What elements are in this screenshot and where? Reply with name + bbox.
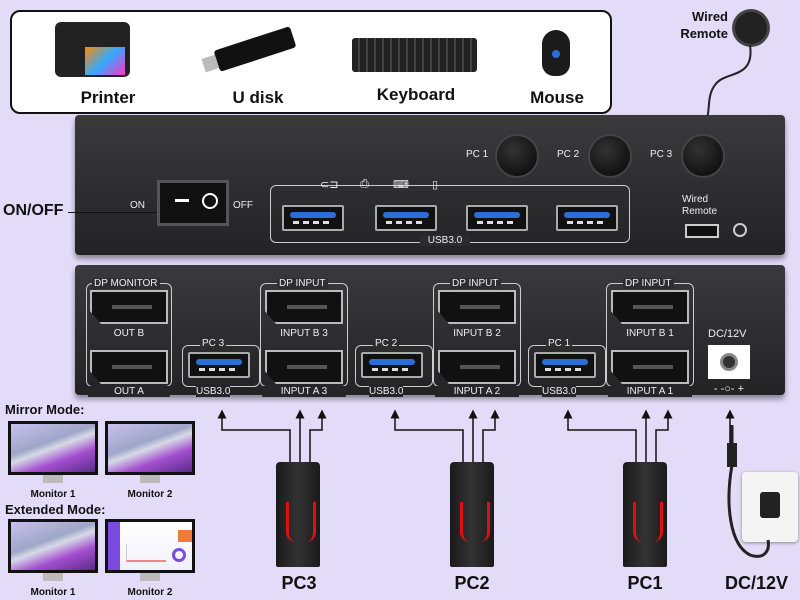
- pc1-button-label: PC 1: [466, 149, 489, 160]
- pc3-tower-icon: [276, 462, 320, 567]
- power-switch[interactable]: [157, 180, 229, 226]
- power-switch-label: ON/OFF: [3, 202, 64, 219]
- dp-input-b2-port[interactable]: [438, 290, 516, 324]
- monitor-1-extended: [8, 519, 98, 573]
- usb-port[interactable]: [534, 352, 596, 378]
- keyboard-icon: [352, 38, 477, 72]
- monitor-stand: [140, 475, 160, 483]
- dp-input-label: DP INPUT: [623, 278, 674, 289]
- out-a-label: OUT A: [88, 386, 170, 397]
- pc1-label: PC 1: [546, 338, 573, 349]
- out-b-label: OUT B: [113, 328, 145, 339]
- monitor-2-mirror: [105, 421, 195, 475]
- keyboard-icon: ⌨: [393, 179, 409, 191]
- usb-label: USB3.0: [196, 386, 231, 397]
- pc3-label: PC 3: [200, 338, 227, 349]
- pc2-button[interactable]: [590, 136, 630, 176]
- dp-input-a2-port[interactable]: [438, 350, 516, 384]
- mouse-icon: ▯: [432, 179, 439, 191]
- dp-input-a3-port[interactable]: [265, 350, 343, 384]
- wired-remote-button[interactable]: [735, 12, 767, 44]
- pc1-button[interactable]: [497, 136, 537, 176]
- printer-icon: ⎙: [360, 178, 369, 190]
- usb-port[interactable]: [466, 205, 528, 231]
- peripheral-label: U disk: [232, 88, 284, 107]
- monitor-2-label: Monitor 2: [127, 587, 173, 598]
- pc3-button[interactable]: [683, 136, 723, 176]
- dp-input-label: DP INPUT: [450, 278, 501, 289]
- input-a3-label: INPUT A 3: [262, 386, 346, 397]
- dp-input-b1-port[interactable]: [611, 290, 689, 324]
- mirror-mode-label: Mirror Mode:: [5, 402, 85, 417]
- dc-label: DC/12V: [708, 328, 747, 340]
- input-b3-label: INPUT B 3: [280, 328, 328, 339]
- pc1-caption: PC1: [627, 573, 663, 593]
- monitor-stand: [43, 475, 63, 483]
- usb-label: USB3.0: [420, 235, 470, 246]
- dp-monitor-label: DP MONITOR: [92, 278, 160, 289]
- on-label: ON: [130, 200, 145, 211]
- monitor-1-mirror: [8, 421, 98, 475]
- dp-out-b-port[interactable]: [90, 290, 168, 324]
- remote-cable: [706, 44, 752, 119]
- monitor-1-label: Monitor 1: [30, 587, 76, 598]
- peripheral-label: Keyboard: [376, 85, 456, 104]
- dp-out-a-port[interactable]: [90, 350, 168, 384]
- monitor-stand: [43, 573, 63, 581]
- monitor-2-extended-dashboard: [105, 519, 195, 573]
- pc3-button-label: PC 3: [650, 149, 673, 160]
- input-b2-label: INPUT B 2: [453, 328, 501, 339]
- dc-power-port[interactable]: [708, 345, 750, 379]
- remote-port[interactable]: [685, 224, 719, 238]
- usb-port[interactable]: [556, 205, 618, 231]
- dp-input-a1-port[interactable]: [611, 350, 689, 384]
- pc2-caption: PC2: [454, 573, 490, 593]
- extended-mode-label: Extended Mode:: [5, 502, 106, 517]
- power-adapter-icon: [742, 472, 798, 542]
- peripheral-label: Mouse: [530, 88, 584, 107]
- printer-icon: [55, 22, 130, 77]
- pc2-tower-icon: [450, 462, 494, 567]
- input-b1-label: INPUT B 1: [626, 328, 674, 339]
- off-label: OFF: [233, 200, 253, 211]
- mouse-icon: [542, 30, 570, 76]
- pc2-label: PC 2: [373, 338, 400, 349]
- dp-input-label: DP INPUT: [277, 278, 328, 289]
- monitor-1-label: Monitor 1: [30, 489, 76, 500]
- usb-label: USB3.0: [542, 386, 577, 397]
- power-cable: [727, 425, 770, 558]
- input-a2-label: INPUT A 2: [435, 386, 519, 397]
- pc1-tower-icon: [623, 462, 667, 567]
- led-icon: [733, 223, 747, 237]
- input-a1-label: INPUT A 1: [608, 386, 692, 397]
- usb-label: USB3.0: [369, 386, 404, 397]
- polarity-label: - -○- +: [713, 383, 745, 395]
- monitor-stand: [140, 573, 160, 581]
- connection-arrows: [217, 409, 735, 462]
- usb-port[interactable]: [375, 205, 437, 231]
- peripheral-label: Printer: [80, 88, 136, 107]
- pc2-button-label: PC 2: [557, 149, 580, 160]
- monitor-2-label: Monitor 2: [127, 489, 173, 500]
- dp-input-b3-port[interactable]: [265, 290, 343, 324]
- usb-drive-icon: ⊂⊐: [320, 179, 339, 191]
- usb-port[interactable]: [188, 352, 250, 378]
- usb-port[interactable]: [282, 205, 344, 231]
- dc-adapter-caption: DC/12V: [725, 573, 789, 593]
- usb-port[interactable]: [361, 352, 423, 378]
- pc3-caption: PC3: [281, 573, 317, 593]
